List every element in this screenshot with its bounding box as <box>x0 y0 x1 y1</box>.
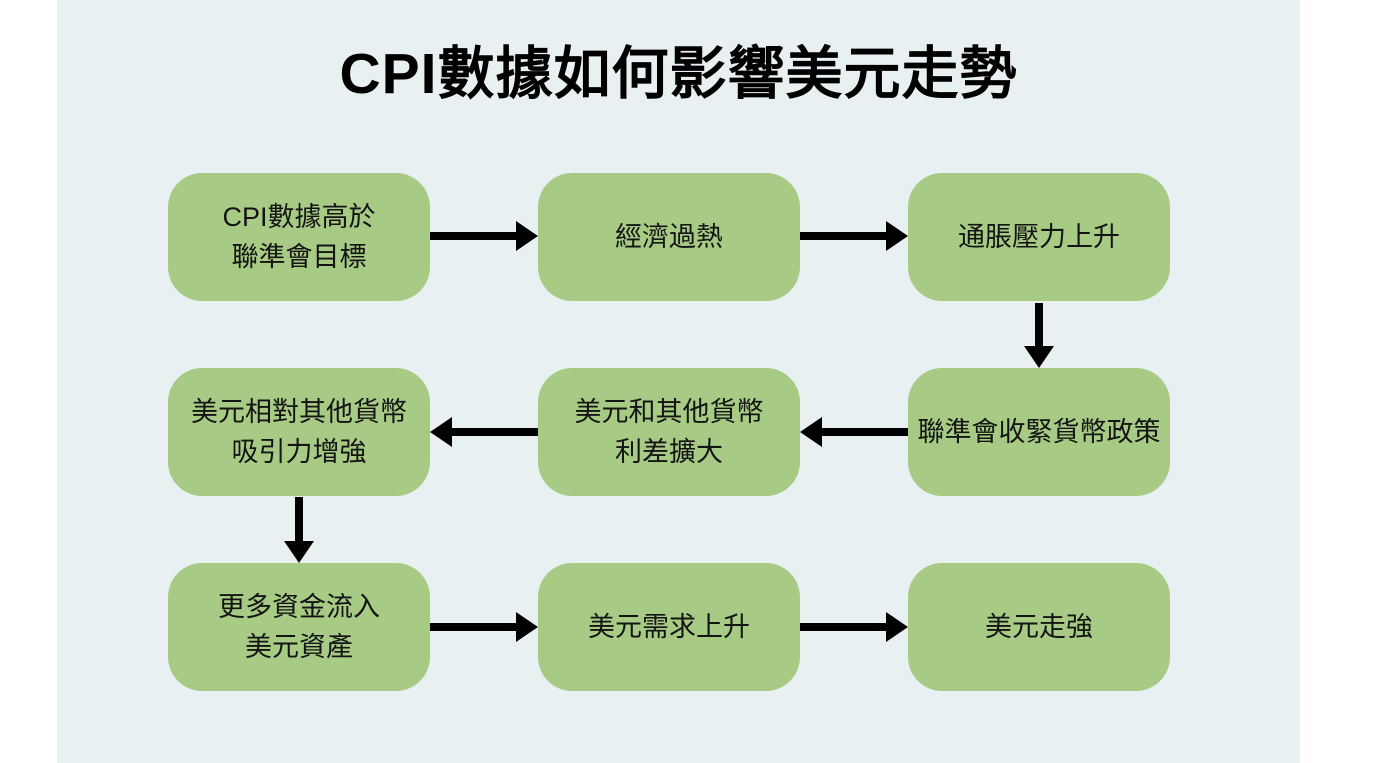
node-economy-overheating: 經濟過熱 <box>538 173 800 301</box>
flowchart-canvas: CPI數據如何影響美元走勢 CPI數據高於 聯準會目標 經濟過熱 通脹壓力上升 … <box>57 0 1300 763</box>
node-cpi-above-target: CPI數據高於 聯準會目標 <box>168 173 430 301</box>
node-label: 美元需求上升 <box>588 611 750 642</box>
node-label: 通脹壓力上升 <box>958 221 1120 252</box>
arrow-left-icon <box>452 428 538 436</box>
node-usd-attractiveness-stronger: 美元相對其他貨幣 吸引力增強 <box>168 368 430 496</box>
arrow-down-icon <box>1035 303 1043 346</box>
arrow-down-icon <box>295 497 303 541</box>
node-label: 更多資金流入 美元資產 <box>218 591 380 663</box>
arrow-right-icon <box>800 232 886 240</box>
node-usd-strengthens: 美元走強 <box>908 563 1170 691</box>
node-rate-differential-widens: 美元和其他貨幣 利差擴大 <box>538 368 800 496</box>
arrow-right-icon <box>800 623 886 631</box>
node-label: 美元和其他貨幣 利差擴大 <box>574 396 764 468</box>
page-title: CPI數據如何影響美元走勢 <box>339 42 1018 106</box>
node-label: 聯準會收緊貨幣政策 <box>917 416 1161 447</box>
node-label: 美元相對其他貨幣 吸引力增強 <box>191 396 407 468</box>
node-label: 美元走強 <box>985 611 1093 642</box>
node-funds-flow-into-usd-assets: 更多資金流入 美元資產 <box>168 563 430 691</box>
node-usd-demand-rises: 美元需求上升 <box>538 563 800 691</box>
arrow-right-icon <box>430 623 516 631</box>
node-inflation-pressure-rising: 通脹壓力上升 <box>908 173 1170 301</box>
arrow-right-icon <box>430 232 516 240</box>
node-fed-tightens-policy: 聯準會收緊貨幣政策 <box>908 368 1170 496</box>
node-label: 經濟過熱 <box>615 221 723 252</box>
arrow-left-icon <box>822 428 908 436</box>
node-label: CPI數據高於 聯準會目標 <box>222 201 376 273</box>
